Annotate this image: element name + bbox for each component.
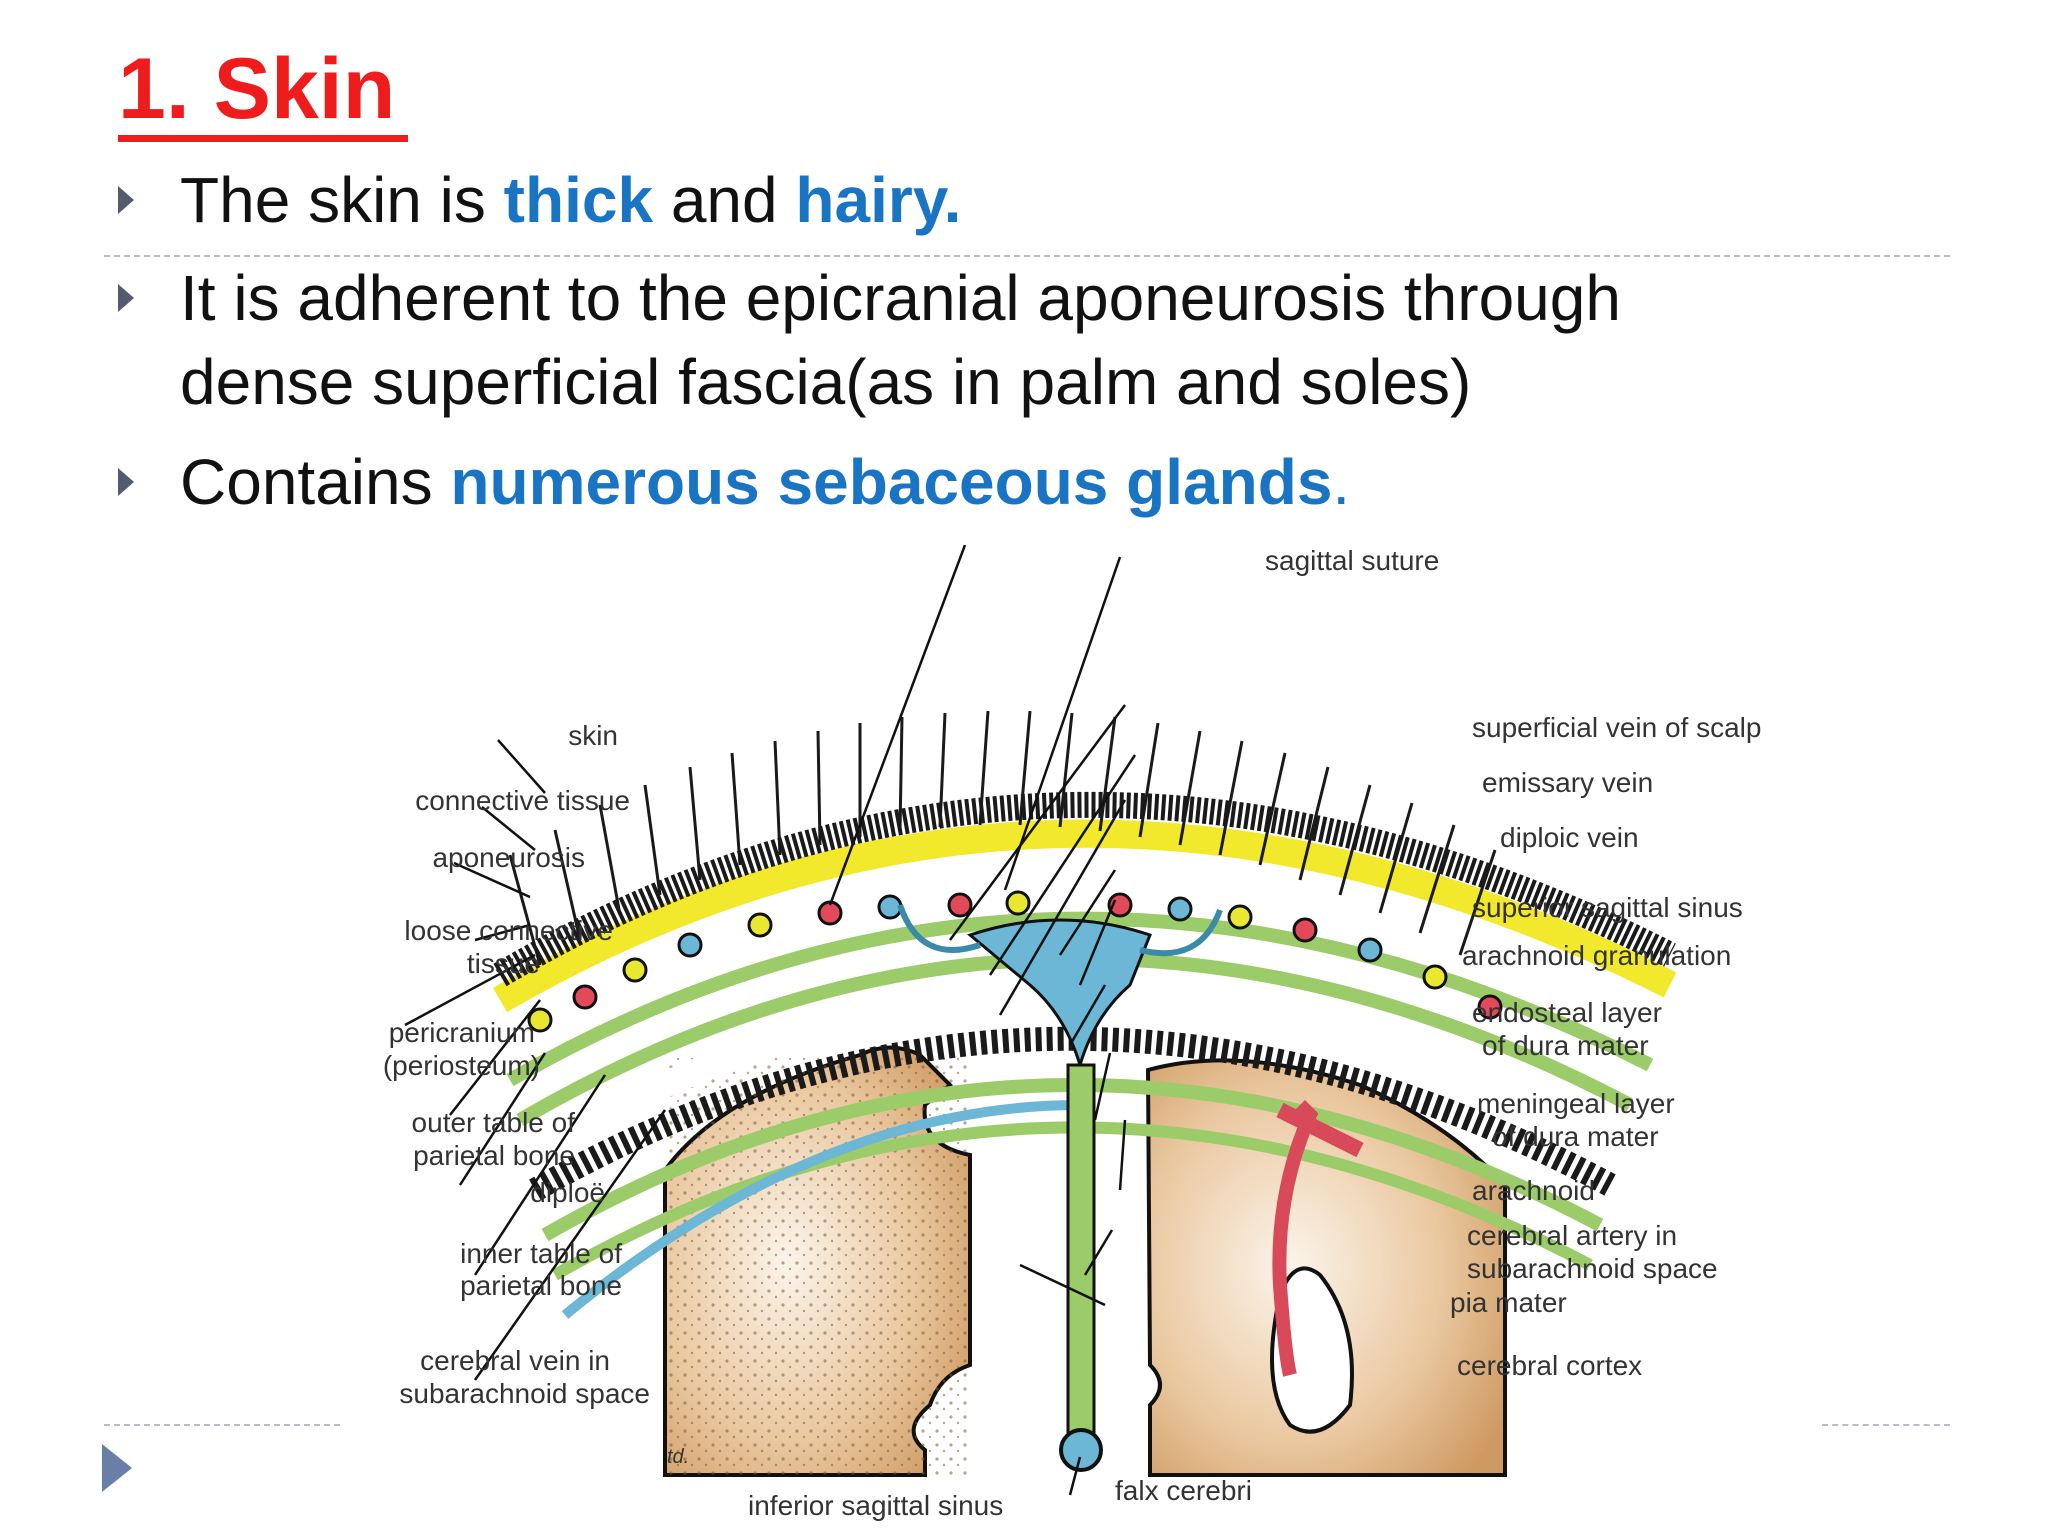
label-aponeurosis: aponeurosis [432,842,585,873]
label-cerebral-artery-space: subarachnoid space [1467,1253,1718,1284]
text-run: . [1332,446,1351,518]
label-inferior-sagittal-sinus: inferior sagittal sinus [748,1490,1003,1521]
label-sagittal-suture: sagittal suture [1265,545,1439,576]
label-diploe: diploë [530,1177,605,1208]
inferior-sagittal-sinus [1059,1428,1103,1472]
meningeal-dura [552,1121,1593,1281]
label-superficial-vein: superficial vein of scalp [1472,712,1761,743]
label-loose-connective-tissue: tissue [467,948,540,979]
label-outer-table-parietal: parietal bone [413,1140,575,1171]
cerebral-artery [1272,1100,1319,1377]
label-arachnoid-granulation: arachnoid granulation [1462,940,1731,971]
label-periosteum: (periosteum) [383,1050,540,1081]
label-connective-tissue: connective tissue [415,785,630,816]
label-cerebral-artery: cerebral artery in [1467,1220,1677,1251]
hair-follicles [508,710,1497,966]
bullet-arrow-icon [118,186,134,214]
bullet-text-line-1: It is adherent to the epicranial aponeur… [180,262,1621,334]
label-meningeal-dura: of dura mater [1492,1121,1659,1152]
label-loose-connective: loose connective [404,915,613,946]
right-cerebral-hemisphere [1145,1058,1507,1477]
bullet-text: Contains numerous sebaceous glands. [180,440,1350,524]
label-inner-table-parietal: parietal bone [460,1270,622,1301]
skin-epidermis [492,819,1677,1013]
label-cerebral-vein-space: subarachnoid space [399,1378,650,1409]
artist-signature: td. [667,1446,689,1468]
left-labels: skin connective tissue aponeurosis loose… [383,720,650,1409]
highlight-hairy: hairy. [795,164,962,236]
label-pia-mater: pia mater [1450,1287,1567,1318]
scalp-layers-diagram: skin connective tissue aponeurosis loose… [383,545,1761,1521]
slide-nav-arrow-icon[interactable] [102,1444,132,1492]
leader-lines [404,545,1137,1496]
label-diploic-vein: diploic vein [1500,822,1639,853]
diploe-layer [529,1026,1616,1201]
endosteal-dura [541,1078,1604,1242]
text-run: and [653,164,796,236]
label-endosteal: endosteal layer [1472,997,1662,1028]
bullet-text-line-2: dense superficial fascia(as in palm and … [180,346,1472,418]
footer-divider-right [1822,1424,1950,1426]
emissary-veins [897,904,1223,957]
divider-line [104,255,1950,257]
label-superior-sagittal-sinus: superior sagittal sinus [1472,892,1743,923]
skin-dermis [493,791,1676,987]
artery-branch [1276,1102,1364,1158]
right-hemisphere-sulcus [1270,1266,1354,1434]
label-inner-table: inner table of [460,1238,622,1269]
title-underline [118,135,408,142]
slide-title: 1. Skin [118,41,396,137]
highlight-thick: thick [503,164,654,236]
bullet-arrow-icon [118,284,134,312]
arachnoid-layer [561,1100,1081,1319]
right-labels: sagittal suture superficial vein of scal… [1265,545,1761,1381]
label-emissary-vein: emissary vein [1482,767,1653,798]
text-run: Contains [180,446,451,518]
label-pericranium: pericranium [389,1017,535,1048]
connective-tissue-layer [495,859,1669,1063]
label-endosteal-dura: of dura mater [1482,1030,1649,1061]
label-outer-table: outer table of [412,1107,576,1138]
falx-cerebri [1066,1063,1096,1447]
label-falx-cerebri: falx cerebri [1115,1475,1252,1506]
footer-divider-left [104,1424,340,1426]
label-arachnoid: arachnoid [1472,1175,1595,1206]
label-skin: skin [568,720,618,751]
bullet-text: The skin is thick and hairy. [180,158,961,242]
vessel-dots [527,890,1503,1033]
text-run: The skin is [180,164,504,236]
label-cerebral-vein: cerebral vein in [420,1345,610,1376]
label-meningeal: meningeal layer [1477,1088,1675,1119]
label-cerebral-cortex: cerebral cortex [1457,1350,1642,1381]
highlight-sebaceous: numerous sebaceous glands [450,446,1333,518]
bullet-arrow-icon [118,468,134,496]
superior-sagittal-sinus [966,918,1152,1071]
